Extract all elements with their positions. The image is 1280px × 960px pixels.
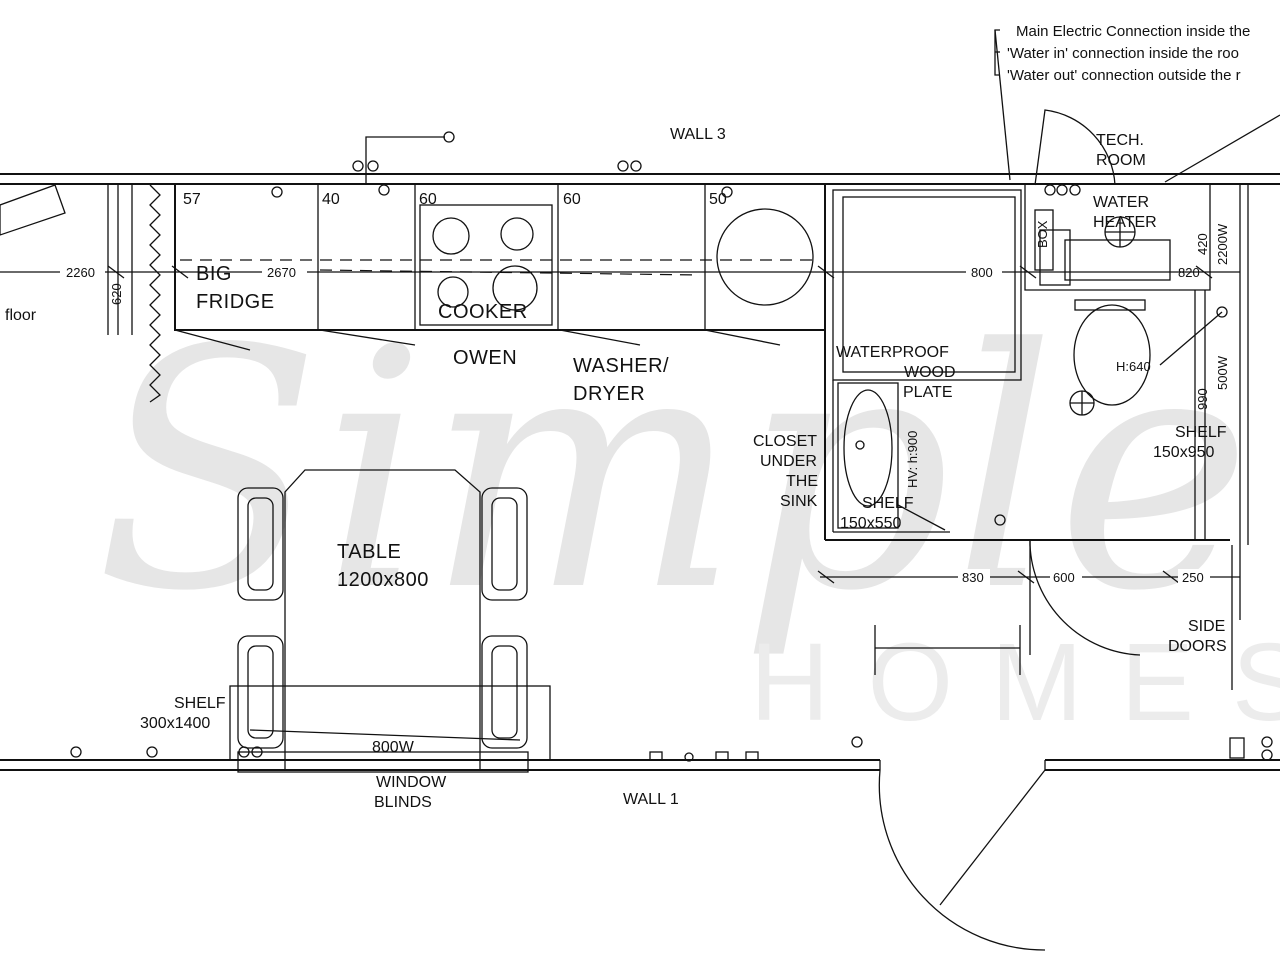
tech-room-label-1: TECH. bbox=[1096, 132, 1144, 149]
watermark-sub: HOMES bbox=[750, 621, 1280, 744]
entrance-door bbox=[0, 184, 162, 403]
heater-label: 800W bbox=[372, 739, 415, 756]
bathroom-door-swing bbox=[1029, 540, 1141, 656]
main-door bbox=[878, 769, 1046, 951]
waterproof-label-3: PLATE bbox=[903, 384, 953, 401]
wall-1-label: WALL 1 bbox=[623, 791, 679, 808]
toilet-height-label: H:640 bbox=[1116, 359, 1151, 374]
dim-990: 990 bbox=[1195, 388, 1210, 410]
washer-label-2: DRYER bbox=[573, 383, 645, 405]
dim-830: 830 bbox=[962, 570, 984, 585]
cabinet-57-label: 57 bbox=[183, 191, 201, 208]
dim-250: 250 bbox=[1182, 570, 1204, 585]
dim-2200w: 2200W bbox=[1215, 223, 1230, 265]
closet-label-1: CLOSET bbox=[753, 433, 817, 450]
big-fridge-label-1: BIG bbox=[196, 263, 232, 285]
dim-820: 820 bbox=[1178, 265, 1200, 280]
side-doors: SIDE DOORS bbox=[1168, 545, 1245, 759]
note-line-3: 'Water out' connection outside the r bbox=[1007, 67, 1241, 84]
dim-2260: 2260 bbox=[66, 265, 95, 280]
cabinet-60b-label: 60 bbox=[563, 191, 581, 208]
waterproof-label-2: WOOD bbox=[904, 364, 956, 381]
connection-notes: Main Electric Connection inside the 'Wat… bbox=[994, 23, 1280, 183]
closet-label-2: UNDER bbox=[760, 453, 817, 470]
cabinet-50-label: 50 bbox=[709, 191, 727, 208]
cooker-label: COOKER bbox=[438, 301, 528, 323]
watermark: Simple HOMES bbox=[95, 279, 1280, 744]
cabinet-40-label: 40 bbox=[322, 191, 340, 208]
table-label-1: TABLE bbox=[337, 541, 401, 563]
side-doors-label-2: DOORS bbox=[1168, 638, 1227, 655]
note-line-2: 'Water in' connection inside the roo bbox=[1007, 45, 1239, 62]
shelf-150x950-label-2: 150x950 bbox=[1153, 444, 1214, 461]
washer-label-1: WASHER/ bbox=[573, 355, 669, 377]
dim-800: 800 bbox=[971, 265, 993, 280]
sink-height-label: HV: h:900 bbox=[905, 431, 920, 488]
dim-2670: 2670 bbox=[267, 265, 296, 280]
watermark-brand: Simple bbox=[95, 279, 1252, 663]
dining-shelf-label-1: SHELF bbox=[174, 695, 226, 712]
dining-area: TABLE 1200x800 SHELF 300x1400 800W WINDO… bbox=[140, 469, 759, 811]
box-label: BOX bbox=[1035, 220, 1050, 248]
closet-label-4: SINK bbox=[780, 493, 818, 510]
blinds-label-2: BLINDS bbox=[374, 794, 432, 811]
dim-600: 600 bbox=[1053, 570, 1075, 585]
dim-500w: 500W bbox=[1215, 355, 1230, 390]
dim-420: 420 bbox=[1195, 233, 1210, 255]
closet-label-3: THE bbox=[786, 473, 818, 490]
dim-620: 620 bbox=[109, 283, 124, 305]
tech-room-label-2: ROOM bbox=[1096, 152, 1146, 169]
water-heater-label-1: WATER bbox=[1093, 194, 1149, 211]
floor-label: floor bbox=[5, 307, 37, 324]
wall-3-label: WALL 3 bbox=[670, 126, 726, 143]
bathroom: WATERPROOF WOOD PLATE CLOSET UNDER THE S… bbox=[753, 184, 1230, 541]
big-fridge-label-2: FRIDGE bbox=[196, 291, 275, 313]
side-doors-label-1: SIDE bbox=[1188, 618, 1225, 635]
cabinet-60-label: 60 bbox=[419, 191, 437, 208]
waterproof-label-1: WATERPROOF bbox=[836, 344, 949, 361]
note-line-1: Main Electric Connection inside the bbox=[1016, 23, 1250, 40]
bath-shelf-label-1: SHELF bbox=[862, 495, 914, 512]
bench-marker bbox=[874, 625, 1021, 675]
table-label-2: 1200x800 bbox=[337, 569, 429, 591]
kitchen-dimensions: 2260 2670 800 820 620 floor bbox=[0, 185, 1240, 335]
shelf-150x950-label-1: SHELF bbox=[1175, 424, 1227, 441]
tech-room: TECH. ROOM WATER HEATER BOX 420 2200W 50… bbox=[1034, 109, 1249, 545]
oven-label: OWEN bbox=[453, 347, 517, 369]
blinds-label-1: WINDOW bbox=[376, 774, 447, 791]
dining-shelf-label-2: 300x1400 bbox=[140, 715, 210, 732]
water-heater-label-2: HEATER bbox=[1093, 214, 1157, 231]
bath-shelf-label-2: 150x550 bbox=[840, 515, 901, 532]
